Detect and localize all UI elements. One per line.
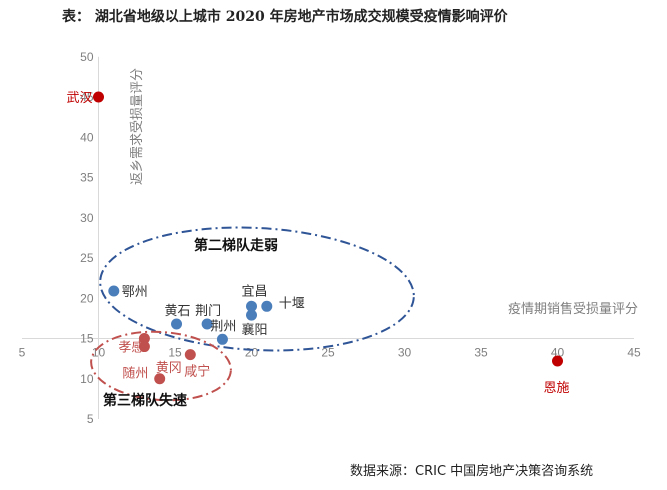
y-tick-label: 30 [80,211,94,225]
tier3-annotation: 第三梯队失速 [103,392,187,409]
data-point [246,300,257,312]
data-point [108,285,120,297]
data-point [246,309,257,321]
point-label: 宜昌 [242,284,268,299]
y-tick-label: 25 [80,251,94,265]
point-label: 恩施 [544,381,570,396]
x-tick-label: 25 [321,346,335,360]
point-label: 咸宁 [184,364,210,380]
tier2-annotation: 第二梯队走弱 [194,237,278,254]
tier3-ellipse [90,330,232,402]
data-point [201,318,213,330]
y-tick-label: 10 [80,372,94,386]
x-tick-label: 10 [92,346,106,360]
y-tick-label: 15 [80,332,94,346]
x-tick-label: 15 [168,346,182,360]
point-label: 十堰 [279,296,305,311]
x-tick-label: 35 [474,346,488,360]
x-tick-label: 30 [398,346,412,360]
data-point [154,373,166,385]
point-label: 襄阳 [242,322,268,338]
data-point [171,318,183,330]
data-point [184,349,196,361]
data-point [138,341,150,353]
x-tick-label: 20 [245,346,259,360]
y-tick-label: 20 [80,291,94,305]
y-axis-label: 返乡需求受损量评分 [130,68,145,185]
point-label: 荆州 [210,318,236,334]
data-point [138,333,150,344]
point-label: 荆门 [195,303,221,319]
data-point [216,333,228,345]
data-point [261,300,273,312]
point-label: 黄石 [165,304,191,319]
source-note: 数据来源：CRIC 中国房地产决策咨询系统 [350,463,593,479]
data-point [552,355,563,367]
y-tick-label: 40 [80,130,94,144]
point-label: 鄂州 [122,285,148,300]
y-tick-label: 45 [80,90,94,104]
x-axis-label: 疫情期销售受损量评分 [508,301,638,317]
point-label: 黄冈 [156,361,182,376]
data-point [93,91,104,103]
chart-title: 表： 湖北省地级以上城市 2020 年房地产市场成交规模受疫情影响评价 [61,8,509,25]
tier2-ellipse [99,226,415,352]
x-tick-label: 5 [19,346,26,360]
x-tick-label: 45 [627,346,641,360]
point-label: 孝感 [118,340,144,356]
y-tick-label: 35 [80,171,94,185]
x-tick-label: 40 [551,346,565,360]
point-label: 随州 [122,367,148,382]
point-label: 武汉 [67,91,93,106]
y-tick-label: 5 [87,412,94,426]
y-tick-label: 50 [80,50,94,64]
